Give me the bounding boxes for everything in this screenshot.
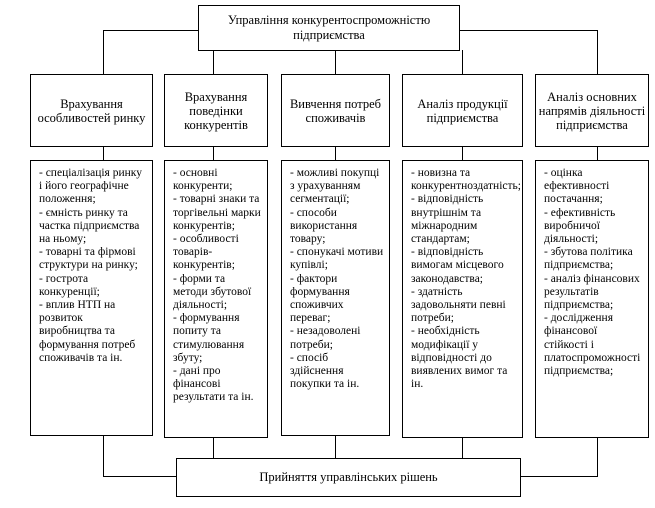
connector-bottom-rise-4 bbox=[462, 438, 463, 458]
header-box-activities: Аналіз основних напрямів діяльності підп… bbox=[535, 74, 649, 147]
list-box-activities: - оцінка ефективності постачання; - ефек… bbox=[535, 160, 649, 438]
list-item: - ємність ринку та частка підприємства н… bbox=[39, 206, 140, 246]
list-item: - формування попиту та стимулювання збут… bbox=[173, 312, 245, 364]
list-item: - можливі покупці з урахуванням сегмента… bbox=[290, 167, 380, 206]
list-item: - збутова політика підприємства; bbox=[544, 246, 633, 272]
connector-bottom-right bbox=[521, 476, 598, 477]
list-item: - дані про фінансові результати та ін. bbox=[173, 365, 254, 404]
list-item: - спосіб здійснення покупки та ін. bbox=[290, 351, 360, 391]
connector-mid-1 bbox=[103, 146, 104, 160]
connector-bottom-rise-3 bbox=[335, 436, 336, 458]
connector-mid-3 bbox=[335, 146, 336, 160]
header-box-consumers: Вивчення потреб споживачів bbox=[281, 74, 390, 147]
connector-mid-5 bbox=[597, 146, 598, 160]
list-item: - способи використання товару; bbox=[290, 206, 358, 246]
list-item: - спеціалізація ринку і його географічне… bbox=[39, 167, 142, 206]
list-item: - відповідність вимогам місцевого законо… bbox=[411, 246, 504, 285]
list-item: - вплив НТП на розвиток виробництва та ф… bbox=[39, 299, 136, 364]
list-box-competitors: - основні конкуренти; - товарні знаки та… bbox=[164, 160, 268, 438]
list-item: - новизна та конкурентноздатність; bbox=[411, 167, 521, 193]
list-box-products: - новизна та конкурентноздатність; - від… bbox=[402, 160, 523, 438]
header-products-label: Аналіз продукції підприємства bbox=[417, 96, 508, 125]
header-consumers-label: Вивчення потреб споживачів bbox=[289, 96, 382, 125]
list-item: - необхідність модифікації у відповіднос… bbox=[411, 325, 508, 391]
list-item: - товарні знаки та торгівельні марки кон… bbox=[173, 193, 261, 232]
list-item: - форми та методи збутової діяльності; bbox=[173, 272, 252, 312]
list-item: - ефективність виробничої діяльності; bbox=[544, 206, 616, 246]
header-box-products: Аналіз продукції підприємства bbox=[402, 74, 523, 147]
header-box-market: Врахування особливостей ринку bbox=[30, 74, 153, 147]
header-activities-label: Аналіз основних напрямів діяльності підп… bbox=[538, 89, 646, 132]
header-box-competitors: Врахування поведінки конкурентів bbox=[164, 74, 268, 147]
connector-top-drop-2 bbox=[213, 50, 214, 74]
connector-bottom-rise-1 bbox=[103, 436, 104, 476]
list-item: - аналіз фінансових результатів підприєм… bbox=[544, 272, 640, 312]
connector-top-drop-3 bbox=[335, 50, 336, 74]
list-item: - незадоволені потреби; bbox=[290, 325, 361, 351]
list-item: - оцінка ефективності постачання; bbox=[544, 167, 610, 206]
header-market-label: Врахування особливостей ринку bbox=[37, 96, 146, 125]
list-item: - гострота конкуренції; bbox=[39, 272, 100, 298]
connector-bottom-left bbox=[103, 476, 176, 477]
top-goal-title: Управління конкурентоспроможністю підпри… bbox=[227, 13, 431, 42]
connector-top-drop-4 bbox=[462, 50, 463, 74]
list-item: - особливості товарів-конкурентів; bbox=[173, 233, 239, 272]
connector-top-drop-5 bbox=[597, 30, 598, 74]
list-item: - дослідження фінансової стійкості і пла… bbox=[544, 312, 641, 378]
connector-top-drop-1 bbox=[103, 30, 104, 74]
list-box-market: - спеціалізація ринку і його географічне… bbox=[30, 160, 153, 436]
bottom-decision-title: Прийняття управлінських рішень bbox=[259, 470, 438, 484]
list-item: - спонукачі мотиви купівлі; bbox=[290, 246, 384, 272]
bottom-decision-box: Прийняття управлінських рішень bbox=[176, 458, 521, 497]
top-goal-box: Управління конкурентоспроможністю підпри… bbox=[198, 5, 460, 51]
list-item: - товарні та фірмові структури на ринку; bbox=[39, 246, 138, 272]
connector-mid-4 bbox=[462, 146, 463, 160]
list-box-consumers: - можливі покупці з урахуванням сегмента… bbox=[281, 160, 390, 436]
list-item: - основні конкуренти; bbox=[173, 167, 233, 193]
header-competitors-label: Врахування поведінки конкурентів bbox=[184, 89, 248, 132]
connector-mid-2 bbox=[213, 146, 214, 160]
connector-bottom-rise-5 bbox=[597, 438, 598, 476]
list-item: - здатність задовольняти певні потреби; bbox=[411, 285, 506, 325]
connector-bottom-rise-2 bbox=[213, 438, 214, 458]
list-item: - відповідність внутрішнім та міжнародни… bbox=[411, 193, 484, 246]
list-item: - фактори формування споживчих переваг; bbox=[290, 272, 350, 325]
